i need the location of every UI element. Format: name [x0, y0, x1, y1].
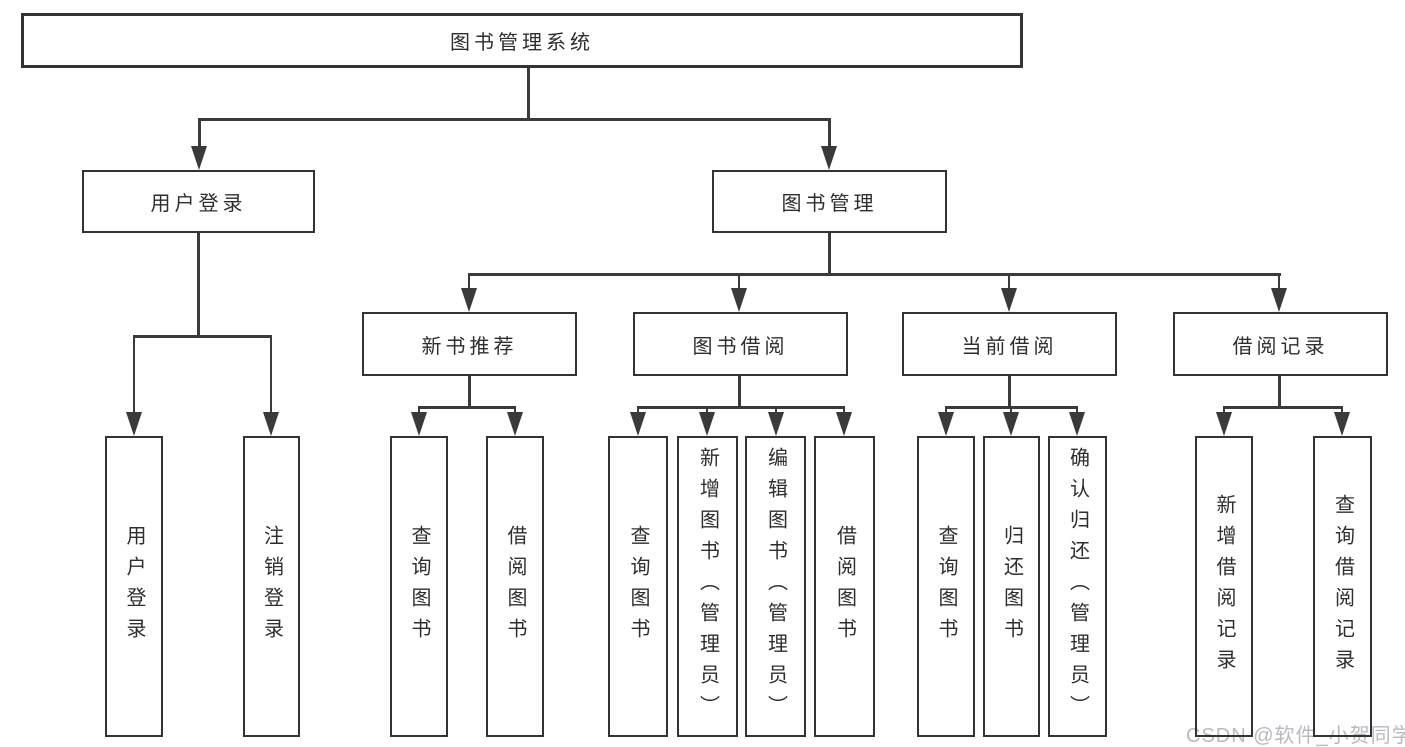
connector-line	[738, 273, 740, 291]
arrow-down-icon	[263, 412, 279, 436]
leaf-borrow-books: 借阅图书	[814, 436, 875, 737]
connector-line	[197, 233, 200, 335]
connector-line	[198, 118, 831, 121]
connector-line	[133, 335, 135, 415]
connector-line	[1008, 376, 1011, 406]
connector-line	[133, 335, 272, 338]
connector-line	[1278, 273, 1280, 291]
arrow-down-icon	[938, 412, 954, 436]
node-library-management-system: 图书管理系统	[21, 13, 1023, 68]
leaf-confirm-return-admin: 确认归还（管理员）	[1048, 436, 1107, 737]
leaf-query-borrow-record: 查询借阅记录	[1313, 436, 1372, 737]
arrow-down-icon	[731, 288, 747, 312]
arrow-down-icon	[1003, 412, 1019, 436]
connector-line	[527, 68, 530, 120]
connector-line	[1008, 273, 1010, 291]
leaf-query-books-current: 查询图书	[917, 436, 975, 737]
connector-line	[1278, 376, 1281, 406]
connector-line	[1223, 406, 1343, 409]
connector-line	[418, 406, 516, 409]
arrow-down-icon	[1271, 288, 1287, 312]
connector-line	[468, 376, 471, 406]
arrow-down-icon	[1216, 412, 1232, 436]
arrow-down-icon	[461, 288, 477, 312]
node-current-borrowing: 当前借阅	[902, 312, 1117, 376]
connector-line	[738, 376, 741, 406]
leaf-add-borrow-record: 新增借阅记录	[1195, 436, 1253, 737]
arrow-down-icon	[507, 412, 523, 436]
node-new-book-recommendation: 新书推荐	[362, 312, 577, 376]
arrow-down-icon	[1069, 412, 1085, 436]
arrow-down-icon	[126, 412, 142, 436]
connector-line	[468, 273, 470, 291]
leaf-borrow-books-recommend: 借阅图书	[486, 436, 544, 737]
leaf-user-login: 用户登录	[105, 436, 163, 737]
connector-line	[637, 406, 845, 409]
arrow-down-icon	[836, 412, 852, 436]
node-borrowing-records: 借阅记录	[1173, 312, 1388, 376]
leaf-query-books-recommend: 查询图书	[390, 436, 448, 737]
connector-line	[828, 118, 831, 150]
connector-line	[469, 273, 1281, 276]
leaf-edit-books-admin: 编辑图书（管理员）	[745, 436, 806, 737]
arrow-down-icon	[1334, 412, 1350, 436]
arrow-down-icon	[699, 412, 715, 436]
connector-line	[828, 233, 831, 273]
leaf-query-books-borrow: 查询图书	[608, 436, 668, 737]
node-user-login: 用户登录	[82, 170, 315, 233]
leaf-return-books: 归还图书	[983, 436, 1040, 737]
node-book-management: 图书管理	[712, 170, 947, 233]
arrow-down-icon	[191, 146, 207, 170]
arrow-down-icon	[411, 412, 427, 436]
arrow-down-icon	[768, 412, 784, 436]
connector-line	[270, 335, 272, 415]
arrow-down-icon	[821, 146, 837, 170]
arrow-down-icon	[630, 412, 646, 436]
leaf-add-books-admin: 新增图书（管理员）	[677, 436, 738, 737]
leaf-logout-login: 注销登录	[243, 436, 300, 737]
node-book-borrowing: 图书借阅	[633, 312, 848, 376]
arrow-down-icon	[1001, 288, 1017, 312]
watermark: CSDN @软件_小贺同学	[1186, 725, 1405, 747]
connector-line	[198, 118, 201, 150]
